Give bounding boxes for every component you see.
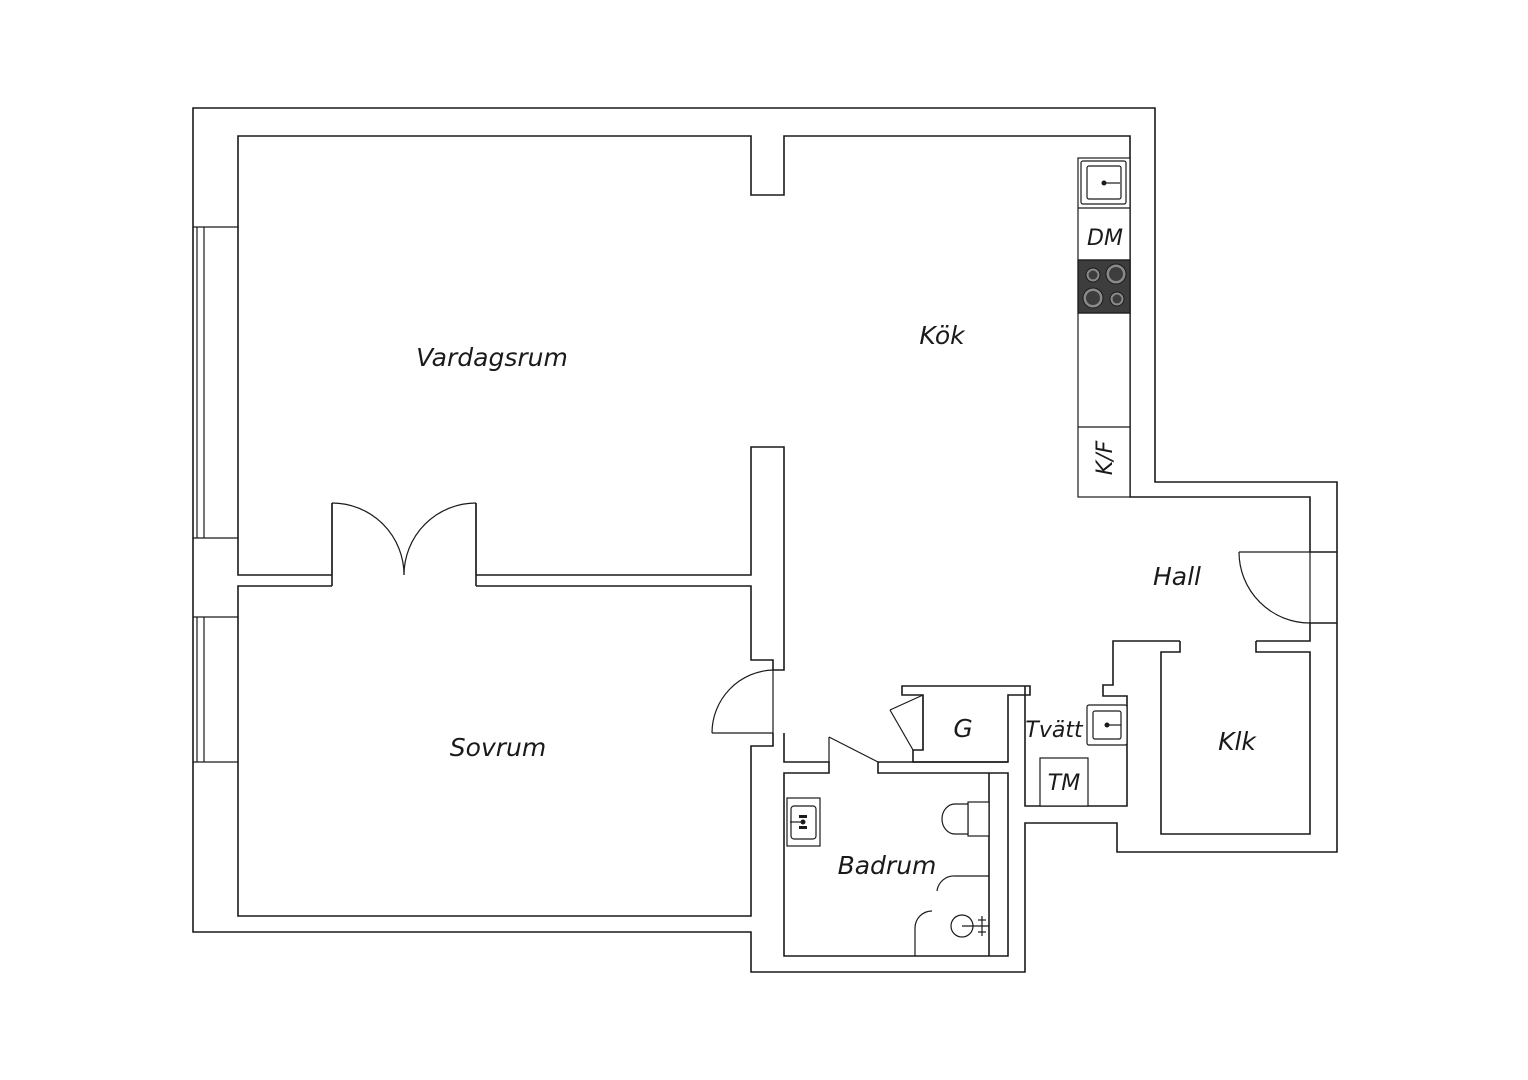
entry-door[interactable] [1238, 551, 1311, 624]
room-label-bedroom: Sovrum [450, 733, 546, 762]
room-label-closet: Klk [1218, 727, 1257, 756]
stove-icon [1077, 259, 1131, 314]
laundry-sink-icon [1086, 704, 1128, 746]
window-living-room [193, 226, 238, 539]
bedroom-walls [237, 585, 774, 917]
wardrobe-walls [901, 685, 1031, 763]
bathroom-walls [783, 733, 1009, 957]
appliance-label-dishwasher: DM [1087, 226, 1123, 251]
outer-wall [192, 107, 1338, 973]
room-label-laundry: Tvätt [1025, 718, 1084, 743]
kitchen-sink-icon [1080, 160, 1127, 205]
window-bedroom [193, 616, 238, 763]
room-label-living-room: Vardagsrum [416, 343, 568, 372]
kitchen-counter [1077, 157, 1131, 498]
hall-entry-wall [1256, 622, 1337, 642]
shower-icon [914, 875, 989, 956]
living-room-double-door[interactable] [331, 502, 477, 576]
washing-machine-icon [1039, 757, 1089, 807]
wardrobe-door[interactable] [889, 694, 924, 751]
appliance-label-fridge-freezer: K/F [1093, 440, 1118, 475]
room-label-kitchen: Kök [919, 321, 966, 350]
closet-walls [1160, 641, 1311, 835]
living-room-partition [476, 446, 785, 671]
bedroom-door[interactable] [711, 669, 774, 734]
room-label-bathroom: Badrum [838, 851, 937, 880]
living-room-walls [237, 135, 1311, 576]
toilet-icon [941, 801, 990, 837]
bathroom-door[interactable] [828, 736, 879, 763]
room-label-hall: Hall [1153, 562, 1201, 591]
room-label-wardrobe: G [953, 714, 972, 743]
bathroom-sink-icon [786, 797, 821, 847]
appliance-label-washing-machine: TM [1048, 771, 1080, 796]
